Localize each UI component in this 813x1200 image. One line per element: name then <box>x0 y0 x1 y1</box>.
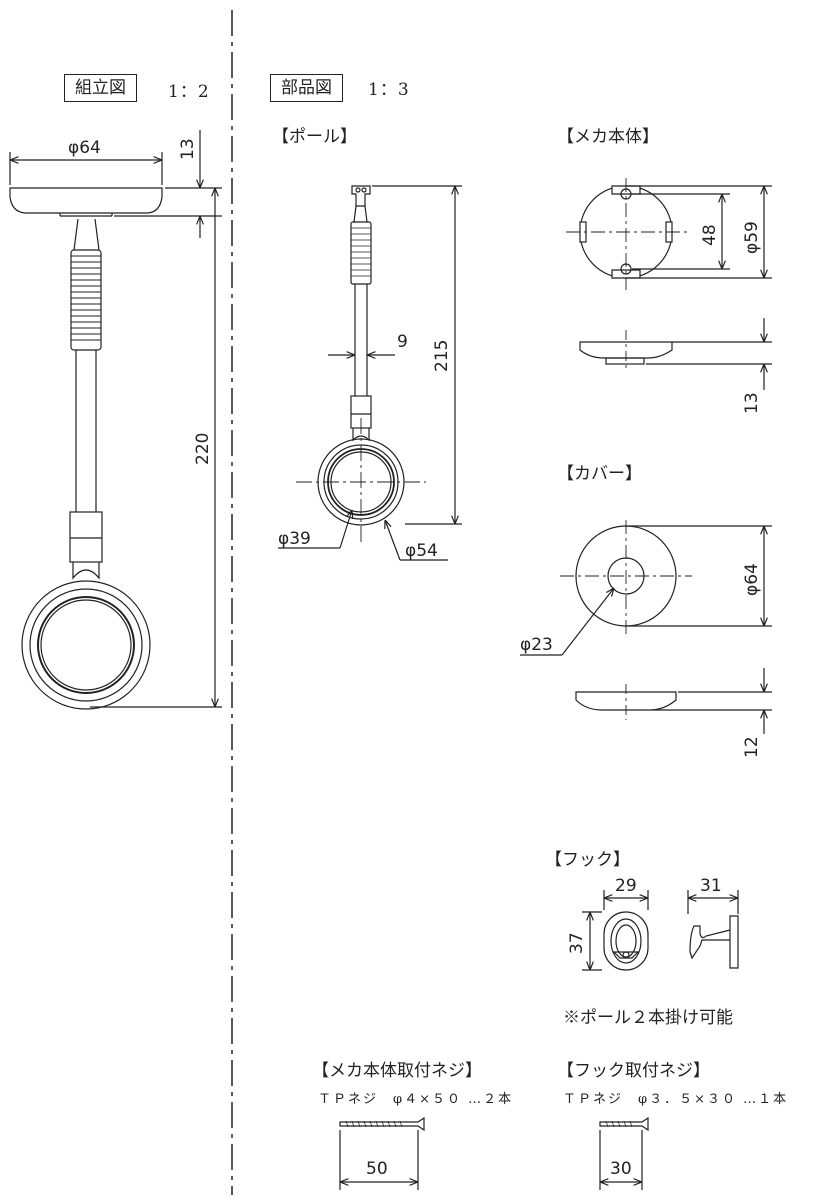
hook-title: 【フック】 <box>545 850 630 870</box>
screw1-title: 【メカ本体取付ネジ】 <box>312 1061 482 1081</box>
pole-outer-label: φ54 <box>405 541 438 561</box>
mecha-title: 【メカ本体】 <box>557 127 659 147</box>
pole-inner-label: φ39 <box>278 529 311 549</box>
pole-title: 【ポール】 <box>272 127 357 147</box>
screw2-drawing <box>599 1116 649 1190</box>
asm-dia-label: φ64 <box>68 138 101 158</box>
cover-h-label: 12 <box>742 736 762 758</box>
cover-dia-label: φ64 <box>742 563 762 596</box>
screw2-title: 【フック取付ネジ】 <box>557 1061 710 1081</box>
screw1-drawing <box>339 1116 425 1190</box>
screw1-len-label: 50 <box>366 1159 388 1179</box>
cover-title: 【カバー】 <box>557 464 642 484</box>
assembly-scale: 1：2 <box>168 82 210 102</box>
mecha-h-label: 13 <box>742 392 762 414</box>
parts-scale: 1：3 <box>368 80 410 100</box>
cover-hole-label: φ23 <box>520 635 553 655</box>
assembly-label: 組立図 <box>64 74 137 102</box>
hook-d-label: 31 <box>700 876 722 896</box>
asm-total-label: 220 <box>193 433 213 465</box>
asm-h-label: 13 <box>178 138 198 160</box>
screw2-len-label: 30 <box>610 1159 632 1179</box>
pole-rod-label: 9 <box>397 332 408 352</box>
hook-h-label: 37 <box>567 932 587 954</box>
parts-label: 部品図 <box>270 74 343 102</box>
mecha-pitch-label: 48 <box>700 224 720 246</box>
cover-drawing <box>520 520 772 734</box>
pole-len-label: 215 <box>432 340 452 372</box>
hook-drawing <box>582 890 739 971</box>
mecha-dia-label: φ59 <box>742 221 762 254</box>
pole-drawing <box>278 185 462 561</box>
screw2-spec: ＴＰネジ φ３．５×３０ …１本 <box>563 1092 789 1107</box>
mecha-body-drawing <box>566 178 772 390</box>
screw1-spec: ＴＰネジ φ４×５０ …２本 <box>318 1092 514 1107</box>
assembly-drawing <box>9 130 222 710</box>
hook-note: ※ポール２本掛け可能 <box>563 1008 733 1028</box>
hook-w-label: 29 <box>615 876 637 896</box>
